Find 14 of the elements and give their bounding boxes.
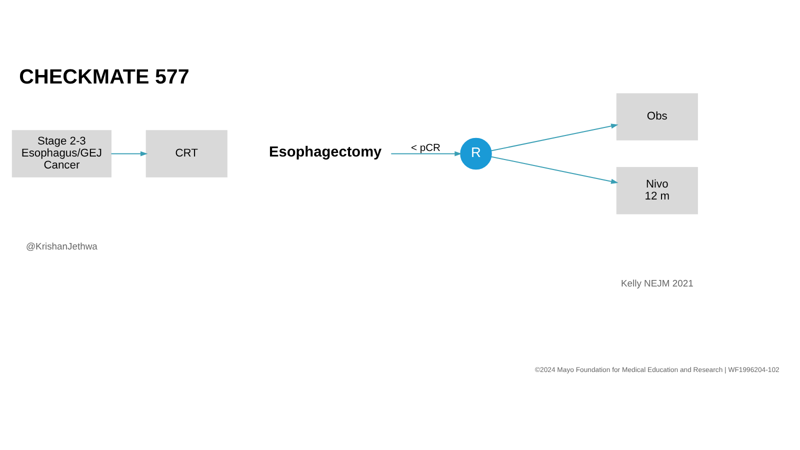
arrow (491, 156, 618, 184)
label: Kelly NEJM 2021 (620, 278, 694, 290)
edge-label: < pCR (411, 142, 440, 154)
label: @KrishanJethwa (26, 242, 98, 253)
arrow (391, 151, 462, 156)
arrow (491, 124, 618, 152)
node-box: CRT (146, 130, 228, 178)
node-box: Obs (616, 93, 698, 140)
node-circle: R (460, 138, 492, 170)
node-box: Stage 2-3 Esophagus/GEJ Cancer (12, 130, 112, 178)
node-box: Nivo 12 m (616, 167, 698, 214)
diagram-title: CHECKMATE 577 (19, 65, 190, 88)
arrow (111, 151, 148, 156)
node-text: Esophagectomy (269, 144, 382, 160)
